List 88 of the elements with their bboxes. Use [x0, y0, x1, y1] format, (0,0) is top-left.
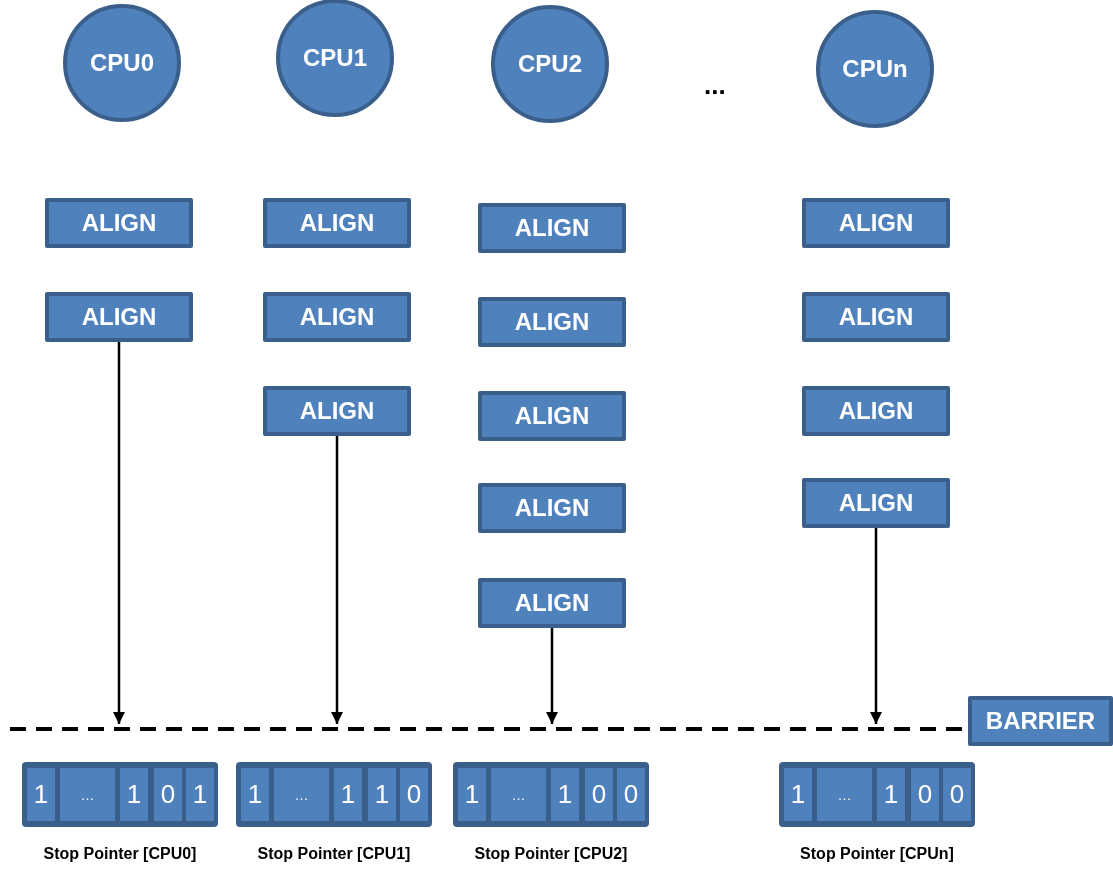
array-caption: Stop Pointer [CPU2]: [473, 845, 629, 863]
bit-cell: [368, 768, 396, 821]
arrow: [545, 628, 559, 724]
bit-value: 0: [591, 779, 607, 810]
bit-value: …: [80, 786, 95, 803]
bit-value: 0: [406, 779, 422, 810]
align-box: [45, 198, 193, 248]
cpu-label: CPU2: [518, 50, 582, 78]
bit-value: 1: [557, 779, 573, 810]
align-box: [478, 483, 626, 533]
bit-cell: [400, 768, 428, 821]
ellipsis-label: ...: [704, 70, 726, 101]
bit-cell: [551, 768, 579, 821]
bit-cell: [241, 768, 269, 821]
bit-value: 1: [247, 779, 263, 810]
bit-cell: [943, 768, 971, 821]
align-box: [478, 578, 626, 628]
bit-cell: [60, 768, 115, 821]
align-box: [263, 292, 411, 342]
bit-cell: [154, 768, 182, 821]
align-box: [478, 297, 626, 347]
arrow: [869, 528, 883, 724]
align-box: [478, 203, 626, 253]
align-label: ALIGN: [514, 402, 590, 430]
bit-value: 0: [917, 779, 933, 810]
align-label: ALIGN: [299, 303, 375, 331]
array-caption: Stop Pointer [CPU0]: [42, 845, 198, 863]
align-box: [802, 292, 950, 342]
align-box: [802, 198, 950, 248]
bit-cell: [186, 768, 214, 821]
align-label: ALIGN: [514, 308, 590, 336]
align-label: ALIGN: [838, 397, 914, 425]
bit-value: …: [511, 786, 526, 803]
bit-cell: [817, 768, 872, 821]
align-label: ALIGN: [299, 209, 375, 237]
bit-cell: [784, 768, 812, 821]
bit-cell: [877, 768, 905, 821]
align-box: [478, 391, 626, 441]
bit-cell: [911, 768, 939, 821]
barrier-line: [10, 724, 965, 734]
cpu-label: CPU0: [90, 49, 154, 77]
bit-cell: [617, 768, 645, 821]
cpu-label: CPUn: [842, 55, 908, 83]
bit-value: …: [837, 786, 852, 803]
align-label: ALIGN: [838, 209, 914, 237]
bit-value: 1: [33, 779, 49, 810]
bit-value: 1: [340, 779, 356, 810]
bit-cell: [458, 768, 486, 821]
arrow: [112, 342, 126, 724]
bit-array: [22, 762, 218, 827]
bit-cell: [491, 768, 546, 821]
bit-array: [453, 762, 649, 827]
bit-value: 1: [374, 779, 390, 810]
bit-array: [779, 762, 975, 827]
align-label: ALIGN: [838, 303, 914, 331]
bit-value: 1: [883, 779, 899, 810]
align-label: ALIGN: [514, 214, 590, 242]
align-label: ALIGN: [81, 303, 157, 331]
align-box: [263, 386, 411, 436]
arrow: [330, 436, 344, 724]
barrier-label: BARRIER: [985, 707, 1096, 735]
align-box: [802, 478, 950, 528]
cpu-label: CPU1: [303, 44, 367, 72]
barrier-box: [968, 696, 1113, 746]
bit-array: [236, 762, 432, 827]
array-caption: Stop Pointer [CPU1]: [256, 845, 412, 863]
array-caption: Stop Pointer [CPUn]: [799, 845, 955, 863]
bit-value: 1: [192, 779, 208, 810]
align-label: ALIGN: [299, 397, 375, 425]
bit-value: 1: [464, 779, 480, 810]
bit-value: 0: [949, 779, 965, 810]
bit-cell: [274, 768, 329, 821]
bit-cell: [120, 768, 148, 821]
align-label: ALIGN: [514, 494, 590, 522]
align-box: [802, 386, 950, 436]
align-box: [45, 292, 193, 342]
bit-cell: [334, 768, 362, 821]
align-label: ALIGN: [838, 489, 914, 517]
bit-value: 0: [623, 779, 639, 810]
bit-value: 0: [160, 779, 176, 810]
align-box: [263, 198, 411, 248]
align-label: ALIGN: [514, 589, 590, 617]
bit-value: 1: [790, 779, 806, 810]
bit-cell: [27, 768, 55, 821]
bit-value: …: [294, 786, 309, 803]
align-label: ALIGN: [81, 209, 157, 237]
bit-value: 1: [126, 779, 142, 810]
bit-cell: [585, 768, 613, 821]
